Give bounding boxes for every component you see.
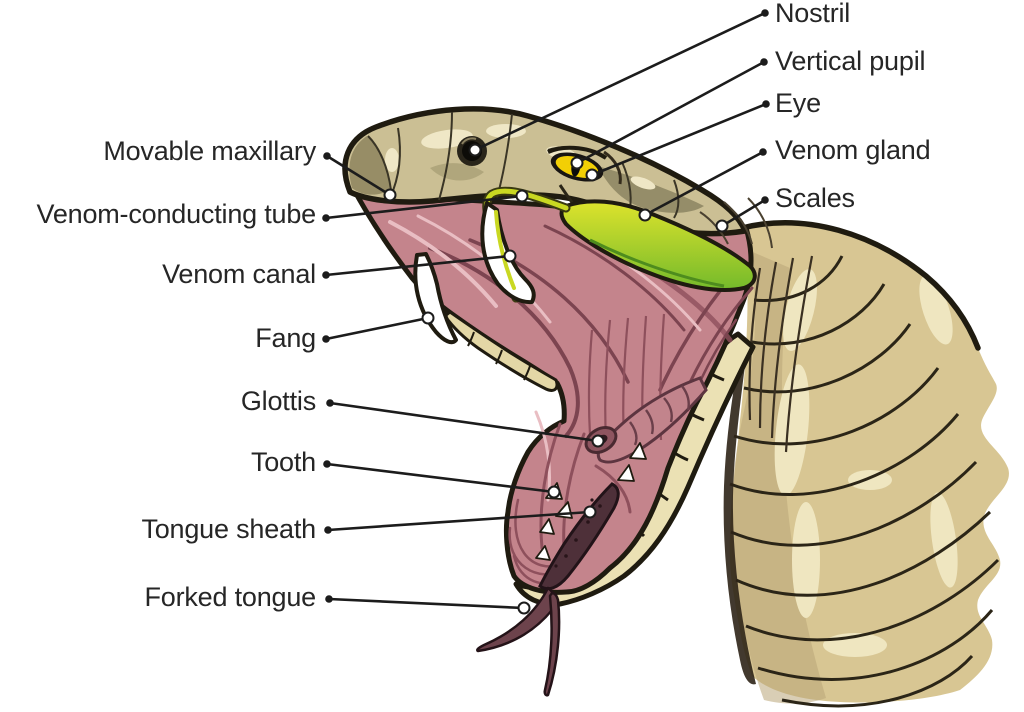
leader-vertical-pupil — [570, 58, 768, 170]
leader-venom-conducting-tube — [322, 189, 529, 222]
lower-jaw-folds — [508, 422, 632, 585]
tooth — [617, 464, 635, 482]
body-highlight — [792, 502, 820, 618]
label-glottis: Glottis — [240, 385, 316, 416]
label-eye: Eye — [775, 87, 821, 118]
leader-forked-tongue — [325, 595, 531, 615]
label-vertical-pupil: Vertical pupil — [775, 45, 926, 76]
venom-canal-line — [494, 210, 516, 290]
body-highlight — [848, 470, 892, 490]
label-movable-maxillary: Movable maxillary — [103, 135, 316, 166]
venom-gland-shape — [559, 199, 757, 292]
label-fang: Fang — [255, 322, 316, 353]
leader-eye — [585, 100, 770, 182]
leader-tongue-sheath — [324, 505, 597, 534]
leader-venom-canal — [322, 249, 517, 279]
body-coils — [723, 220, 1009, 708]
tooth — [539, 518, 555, 535]
body-highlight — [774, 364, 810, 496]
leader-fang — [322, 311, 435, 343]
body-top-outline — [739, 220, 981, 351]
sheath-speckles — [554, 498, 602, 568]
body-highlight — [930, 492, 958, 588]
body-highlight — [919, 275, 953, 345]
forked-tongue — [476, 586, 561, 697]
mid-olive-patch — [430, 163, 484, 181]
tongue-left-tine — [476, 586, 556, 653]
leader-nostril — [468, 9, 769, 157]
label-venom-canal: Venom canal — [162, 258, 316, 289]
tongue-sheath — [538, 482, 620, 591]
label-nostril: Nostril — [775, 0, 851, 28]
body-left-crease — [723, 340, 756, 685]
label-scales: Scales — [775, 182, 855, 213]
label-tooth: Tooth — [250, 446, 316, 477]
glottis-ridges — [629, 385, 690, 446]
tongue-right-tine — [543, 592, 561, 697]
label-venom-conducting-tube: Venom-conducting tube — [36, 198, 317, 229]
label-tongue-sheath: Tongue sheath — [141, 513, 316, 544]
fang-front — [413, 252, 458, 345]
gland-shade-line — [589, 238, 725, 288]
body-band-lines — [729, 255, 1000, 708]
leader-scales — [715, 196, 769, 233]
snout-olive-patch — [349, 136, 390, 195]
upper-lip-scale-strip — [443, 310, 559, 392]
label-venom-gland: Venom gland — [775, 134, 931, 165]
leader-glottis — [326, 399, 605, 448]
label-forked-tongue: Forked tongue — [144, 581, 316, 612]
tooth — [629, 442, 647, 460]
lip-strip-divisions — [467, 331, 531, 381]
tooth — [535, 545, 551, 561]
leader-lines — [322, 9, 770, 615]
leader-venom-gland — [638, 148, 767, 222]
leader-tooth — [323, 460, 561, 499]
body-bend-lines — [748, 255, 814, 453]
leader-movable-maxillary — [323, 152, 397, 202]
